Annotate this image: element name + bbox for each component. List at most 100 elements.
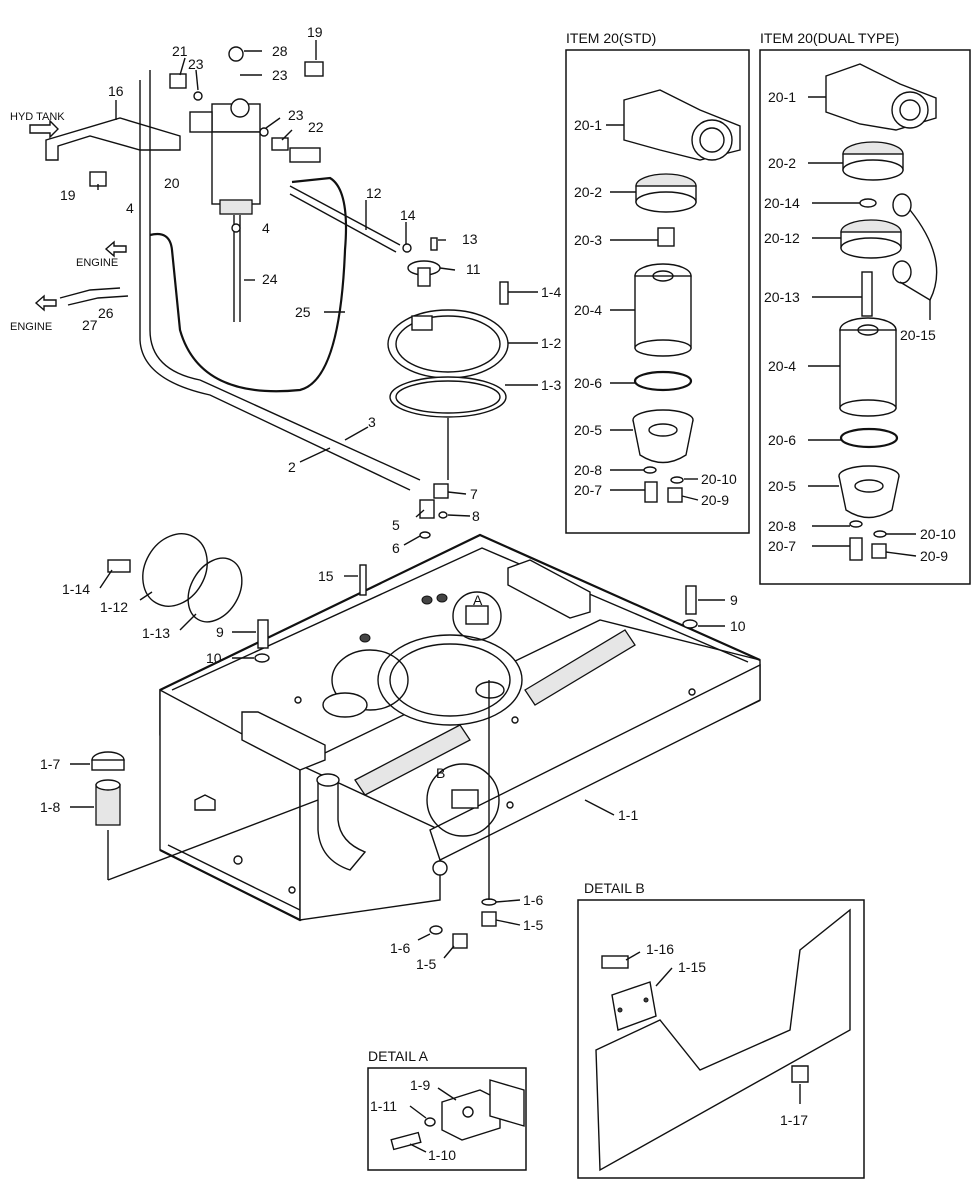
label-1-14: 1-14	[62, 581, 90, 597]
label-1-1: 1-1	[618, 807, 638, 823]
detail-label-1-9: 1-9	[410, 1077, 430, 1093]
label-22: 22	[308, 119, 324, 135]
drain-plugs	[429, 680, 497, 949]
engine-label-2: ENGINE	[10, 321, 52, 333]
label-1-5b: 1-5	[416, 956, 436, 972]
leader-lines	[70, 40, 725, 959]
dual-label-20-4: 20-4	[768, 358, 796, 374]
dual-label-20-13: 20-13	[764, 289, 800, 305]
detail-b-title: DETAIL B	[584, 880, 645, 896]
std-label-20-5: 20-5	[574, 422, 602, 438]
dual-label-20-8: 20-8	[768, 518, 796, 534]
std-label-20-10: 20-10	[701, 471, 737, 487]
side-cover-1-12	[107, 533, 243, 623]
label-21: 21	[172, 43, 188, 59]
dual-label-20-10: 20-10	[920, 526, 956, 542]
dual-label-20-14: 20-14	[764, 195, 800, 211]
std-label-20-7: 20-7	[574, 482, 602, 498]
label-1-3: 1-3	[541, 377, 561, 393]
label-19b: 19	[60, 187, 76, 203]
dual-panel-title: ITEM 20(DUAL TYPE)	[760, 30, 899, 46]
detail-marker-b-letter: B	[436, 765, 445, 781]
std-label-20-2: 20-2	[574, 184, 602, 200]
label-15: 15	[318, 568, 334, 584]
item-20-dual-panel: ITEM 20(DUAL TYPE)	[759, 30, 971, 585]
detail-label-1-16: 1-16	[646, 941, 674, 957]
label-3: 3	[368, 414, 376, 430]
fuel-tank-body	[159, 533, 761, 922]
dual-label-20-2: 20-2	[768, 155, 796, 171]
label-1-12: 1-12	[100, 599, 128, 615]
detail-label-1-11: 1-11	[370, 1098, 397, 1114]
label-26: 26	[98, 305, 114, 321]
fittings-upper-mid	[402, 237, 509, 305]
label-10b: 10	[730, 618, 746, 634]
label-8: 8	[472, 508, 480, 524]
detail-a-panel: DETAIL A 1-9 1-11 1-10	[367, 1048, 527, 1171]
dual-label-20-12: 20-12	[764, 230, 800, 246]
engine-label-1: ENGINE	[76, 257, 118, 269]
strainer-1-8	[91, 751, 319, 881]
label-6: 6	[392, 540, 400, 556]
label-4a: 4	[126, 200, 134, 216]
dual-label-20-6: 20-6	[768, 432, 796, 448]
dual-label-20-1: 20-1	[768, 89, 796, 105]
label-1-6a: 1-6	[523, 892, 543, 908]
hyd-tank-arrow-icon	[29, 119, 59, 139]
label-20: 20	[164, 175, 180, 191]
label-7: 7	[470, 486, 478, 502]
label-5: 5	[392, 517, 400, 533]
label-16: 16	[108, 83, 124, 99]
fittings-lower-mid	[254, 483, 698, 663]
std-label-20-9: 20-9	[701, 492, 729, 508]
tank-cover-plate	[387, 309, 509, 480]
dual-label-20-15: 20-15	[900, 327, 936, 343]
std-label-20-6: 20-6	[574, 375, 602, 391]
label-23b: 23	[272, 67, 288, 83]
label-1-8: 1-8	[40, 799, 60, 815]
label-25: 25	[295, 304, 311, 320]
label-9a: 9	[216, 624, 224, 640]
label-1-5a: 1-5	[523, 917, 543, 933]
label-19a: 19	[307, 24, 323, 40]
label-23a: 23	[188, 56, 204, 72]
label-4b: 4	[262, 220, 270, 236]
detail-a-title: DETAIL A	[368, 1048, 429, 1064]
dual-label-20-5: 20-5	[768, 478, 796, 494]
std-panel-title: ITEM 20(STD)	[566, 30, 656, 46]
flow-annotations: HYD TANK ENGINE ENGINE	[10, 111, 127, 333]
detail-label-1-15: 1-15	[678, 959, 706, 975]
std-label-20-8: 20-8	[574, 462, 602, 478]
dual-label-20-7: 20-7	[768, 538, 796, 554]
label-14: 14	[400, 207, 416, 223]
label-12: 12	[366, 185, 382, 201]
label-23c: 23	[288, 107, 304, 123]
hoses	[59, 70, 421, 491]
label-1-7: 1-7	[40, 756, 60, 772]
engine-arrow-icon-2	[34, 294, 57, 312]
label-24: 24	[262, 271, 278, 287]
engine-arrow-icon-1	[104, 240, 127, 258]
label-27: 27	[82, 317, 98, 333]
label-1-2: 1-2	[541, 335, 561, 351]
detail-label-1-17: 1-17	[780, 1112, 808, 1128]
item-20-std-panel: ITEM 20(STD)	[565, 30, 750, 534]
detail-b-panel: DETAIL B 1-16 1-15 1-17	[577, 880, 865, 1179]
label-10a: 10	[206, 650, 222, 666]
label-9b: 9	[730, 592, 738, 608]
label-1-13: 1-13	[142, 625, 170, 641]
detail-label-1-10: 1-10	[428, 1147, 456, 1163]
fuel-filter-20	[169, 46, 324, 322]
label-28: 28	[272, 43, 288, 59]
label-13: 13	[462, 231, 478, 247]
std-label-20-4: 20-4	[574, 302, 602, 318]
detail-marker-b: B	[426, 763, 500, 837]
hyd-tank-label: HYD TANK	[10, 111, 65, 123]
label-1-6b: 1-6	[390, 940, 410, 956]
label-1-4: 1-4	[541, 284, 561, 300]
dual-label-20-9: 20-9	[920, 548, 948, 564]
bracket-16	[45, 117, 181, 187]
std-label-20-1: 20-1	[574, 117, 602, 133]
label-11: 11	[466, 261, 481, 277]
